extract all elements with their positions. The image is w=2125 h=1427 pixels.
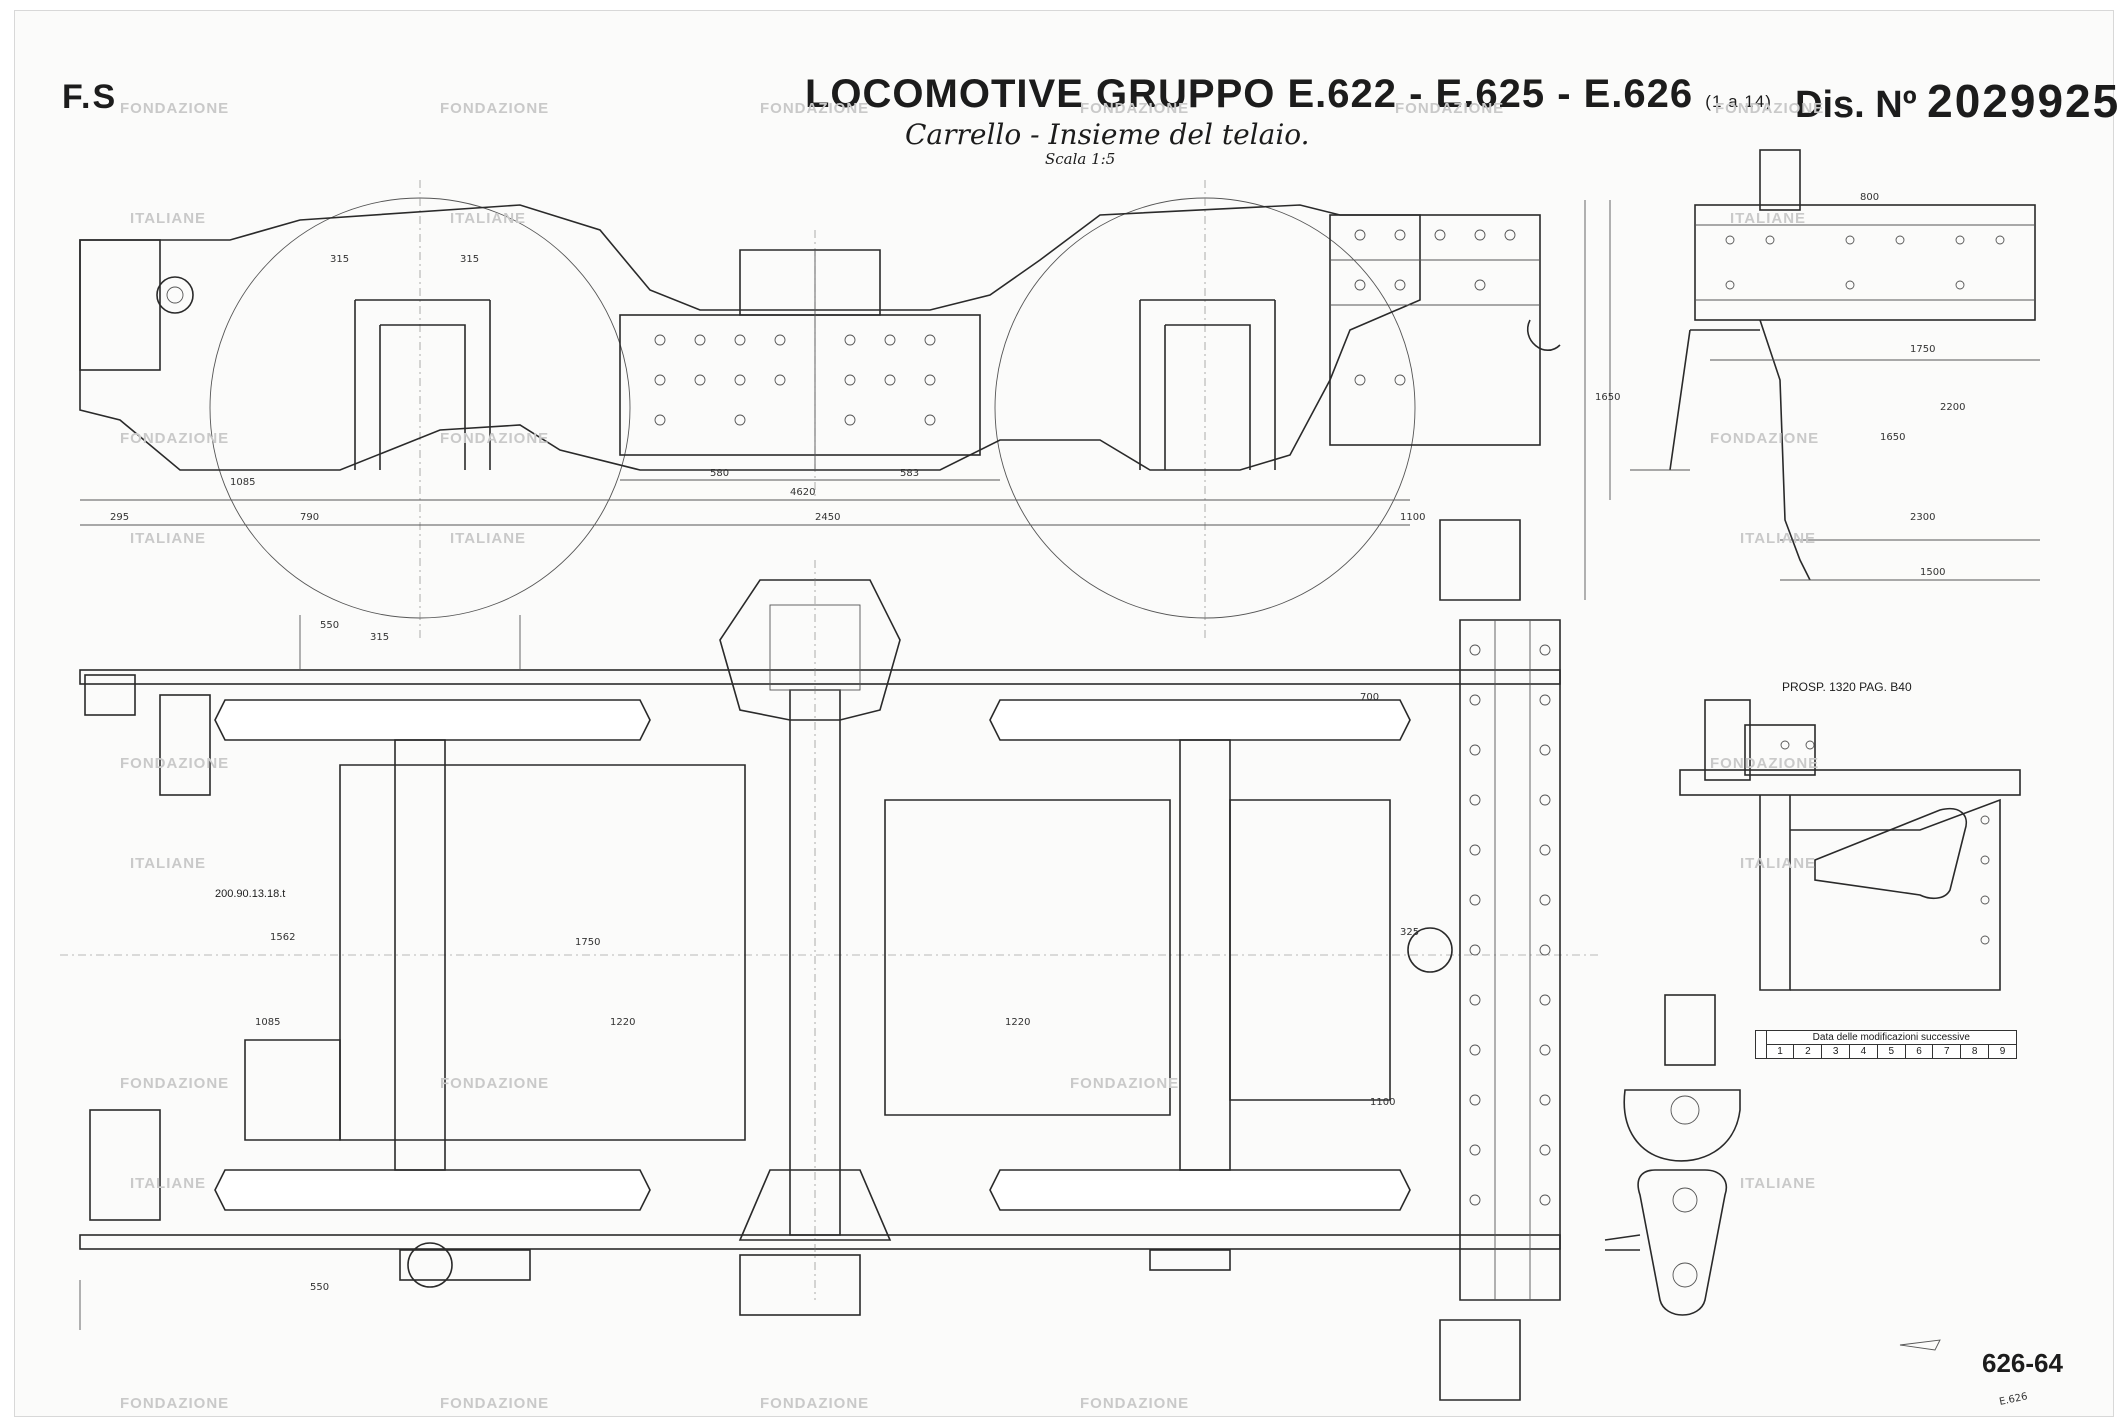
end-elevation: 1750 2200 2300 1500 800 1650 bbox=[1630, 149, 2040, 581]
svg-text:315: 315 bbox=[460, 254, 479, 265]
railway-mark: F.S bbox=[62, 78, 118, 116]
cross-section bbox=[1679, 699, 2021, 991]
svg-text:325: 325 bbox=[1400, 927, 1419, 938]
stamp-mark bbox=[1899, 1339, 1941, 1351]
svg-text:E.626: E.626 bbox=[1998, 1391, 2028, 1408]
svg-text:1750: 1750 bbox=[1910, 344, 1935, 355]
watermark: ITALIANE bbox=[130, 210, 207, 227]
watermark: ITALIANE bbox=[130, 855, 207, 872]
watermark: FONDAZIONE bbox=[440, 430, 550, 447]
watermark: FONDAZIONE bbox=[120, 1395, 230, 1412]
svg-text:1500: 1500 bbox=[1920, 567, 1945, 578]
svg-text:1220: 1220 bbox=[1005, 1017, 1030, 1028]
svg-text:580: 580 bbox=[710, 468, 729, 479]
watermark: FONDAZIONE bbox=[1395, 100, 1505, 117]
watermark: FONDAZIONE bbox=[120, 755, 230, 772]
svg-text:1650: 1650 bbox=[1880, 432, 1905, 443]
watermark: ITALIANE bbox=[450, 530, 527, 547]
modifications-caption: Data delle modificazioni successive bbox=[1765, 1030, 2018, 1045]
drawing-number: Dis. Nº 2029925 bbox=[1795, 74, 2120, 128]
watermark: ITALIANE bbox=[1740, 855, 1817, 872]
watermark: FONDAZIONE bbox=[440, 1075, 550, 1092]
watermark: FONDAZIONE bbox=[120, 1075, 230, 1092]
svg-text:1100: 1100 bbox=[1370, 1097, 1395, 1108]
svg-text:1220: 1220 bbox=[610, 1017, 635, 1028]
modifications-table-corner bbox=[1755, 1030, 1767, 1059]
watermark: FONDAZIONE bbox=[1710, 755, 1820, 772]
watermark: FONDAZIONE bbox=[1080, 1395, 1190, 1412]
modifications-table: Data delle modificazioni successive 1 2 … bbox=[1755, 1030, 2018, 1059]
drawing-title: LOCOMOTIVE GRUPPO E.622 - E.625 - E.626 … bbox=[805, 72, 1772, 117]
title-suffix: (1 a 14) bbox=[1705, 92, 1772, 111]
watermark: FONDAZIONE bbox=[760, 100, 870, 117]
svg-text:550: 550 bbox=[320, 620, 339, 631]
svg-text:1750: 1750 bbox=[575, 937, 600, 948]
mod-col-1: 1 bbox=[1765, 1044, 1795, 1059]
watermark: FONDAZIONE bbox=[120, 100, 230, 117]
mod-col-8: 8 bbox=[1960, 1044, 1990, 1059]
watermark: FONDAZIONE bbox=[1080, 100, 1190, 117]
svg-text:4620: 4620 bbox=[790, 487, 815, 498]
svg-text:1085: 1085 bbox=[230, 477, 255, 488]
svg-text:700: 700 bbox=[1360, 692, 1379, 703]
watermark: FONDAZIONE bbox=[440, 100, 550, 117]
svg-text:1650: 1650 bbox=[1595, 392, 1620, 403]
svg-text:1100: 1100 bbox=[1400, 512, 1425, 523]
detail-hook bbox=[1604, 994, 1741, 1316]
mod-col-4: 4 bbox=[1849, 1044, 1878, 1059]
prosp-note: PROSP. 1320 PAG. B40 bbox=[1782, 680, 1912, 694]
mod-col-3: 3 bbox=[1821, 1044, 1851, 1059]
watermark: ITALIANE bbox=[1740, 1175, 1817, 1192]
watermark: ITALIANE bbox=[1730, 210, 1807, 227]
svg-text:2450: 2450 bbox=[815, 512, 840, 523]
watermark: FONDAZIONE bbox=[440, 1395, 550, 1412]
mod-col-6: 6 bbox=[1904, 1044, 1934, 1059]
drawing-number-label: Dis. Nº bbox=[1795, 84, 1917, 126]
svg-text:583: 583 bbox=[900, 468, 919, 479]
svg-text:315: 315 bbox=[330, 254, 349, 265]
svg-text:1085: 1085 bbox=[255, 1017, 280, 1028]
side-elevation: 2450 295 790 1100 4620 580 583 1085 315 … bbox=[79, 180, 1620, 640]
svg-text:800: 800 bbox=[1860, 192, 1879, 203]
svg-text:2200: 2200 bbox=[1940, 402, 1965, 413]
mod-col-2: 2 bbox=[1793, 1044, 1823, 1059]
svg-text:315: 315 bbox=[370, 632, 389, 643]
drawing-scale: Scala 1:5 bbox=[1045, 150, 1116, 168]
svg-text:295: 295 bbox=[110, 512, 129, 523]
watermark: FONDAZIONE bbox=[760, 1395, 870, 1412]
mod-col-9: 9 bbox=[1988, 1044, 2017, 1059]
watermark: FONDAZIONE bbox=[1710, 430, 1820, 447]
mod-col-7: 7 bbox=[1932, 1044, 1962, 1059]
drawing-subtitle: Carrello - Insieme del telaio. bbox=[905, 118, 1310, 151]
watermark: ITALIANE bbox=[130, 1175, 207, 1192]
mod-col-5: 5 bbox=[1876, 1044, 1906, 1059]
watermark: FONDAZIONE bbox=[120, 430, 230, 447]
drawing-number-value: 2029925 bbox=[1927, 75, 2121, 127]
plan-view: 550 315 1220 1220 1085 1562 1750 1100 55… bbox=[60, 519, 1600, 1401]
svg-text:550: 550 bbox=[310, 1282, 329, 1293]
profile-note: 200.90.13.18.t bbox=[215, 888, 286, 900]
watermark: ITALIANE bbox=[1740, 530, 1817, 547]
svg-text:790: 790 bbox=[300, 512, 319, 523]
sheet-reference: 626-64 bbox=[1982, 1348, 2063, 1378]
svg-text:2300: 2300 bbox=[1910, 512, 1935, 523]
svg-text:1562: 1562 bbox=[270, 932, 295, 943]
title-text: LOCOMOTIVE GRUPPO E.622 - E.625 - E.626 bbox=[805, 72, 1694, 116]
watermark: ITALIANE bbox=[450, 210, 527, 227]
watermark: ITALIANE bbox=[130, 530, 207, 547]
watermark: FONDAZIONE bbox=[1715, 100, 1825, 117]
watermark: FONDAZIONE bbox=[1070, 1075, 1180, 1092]
